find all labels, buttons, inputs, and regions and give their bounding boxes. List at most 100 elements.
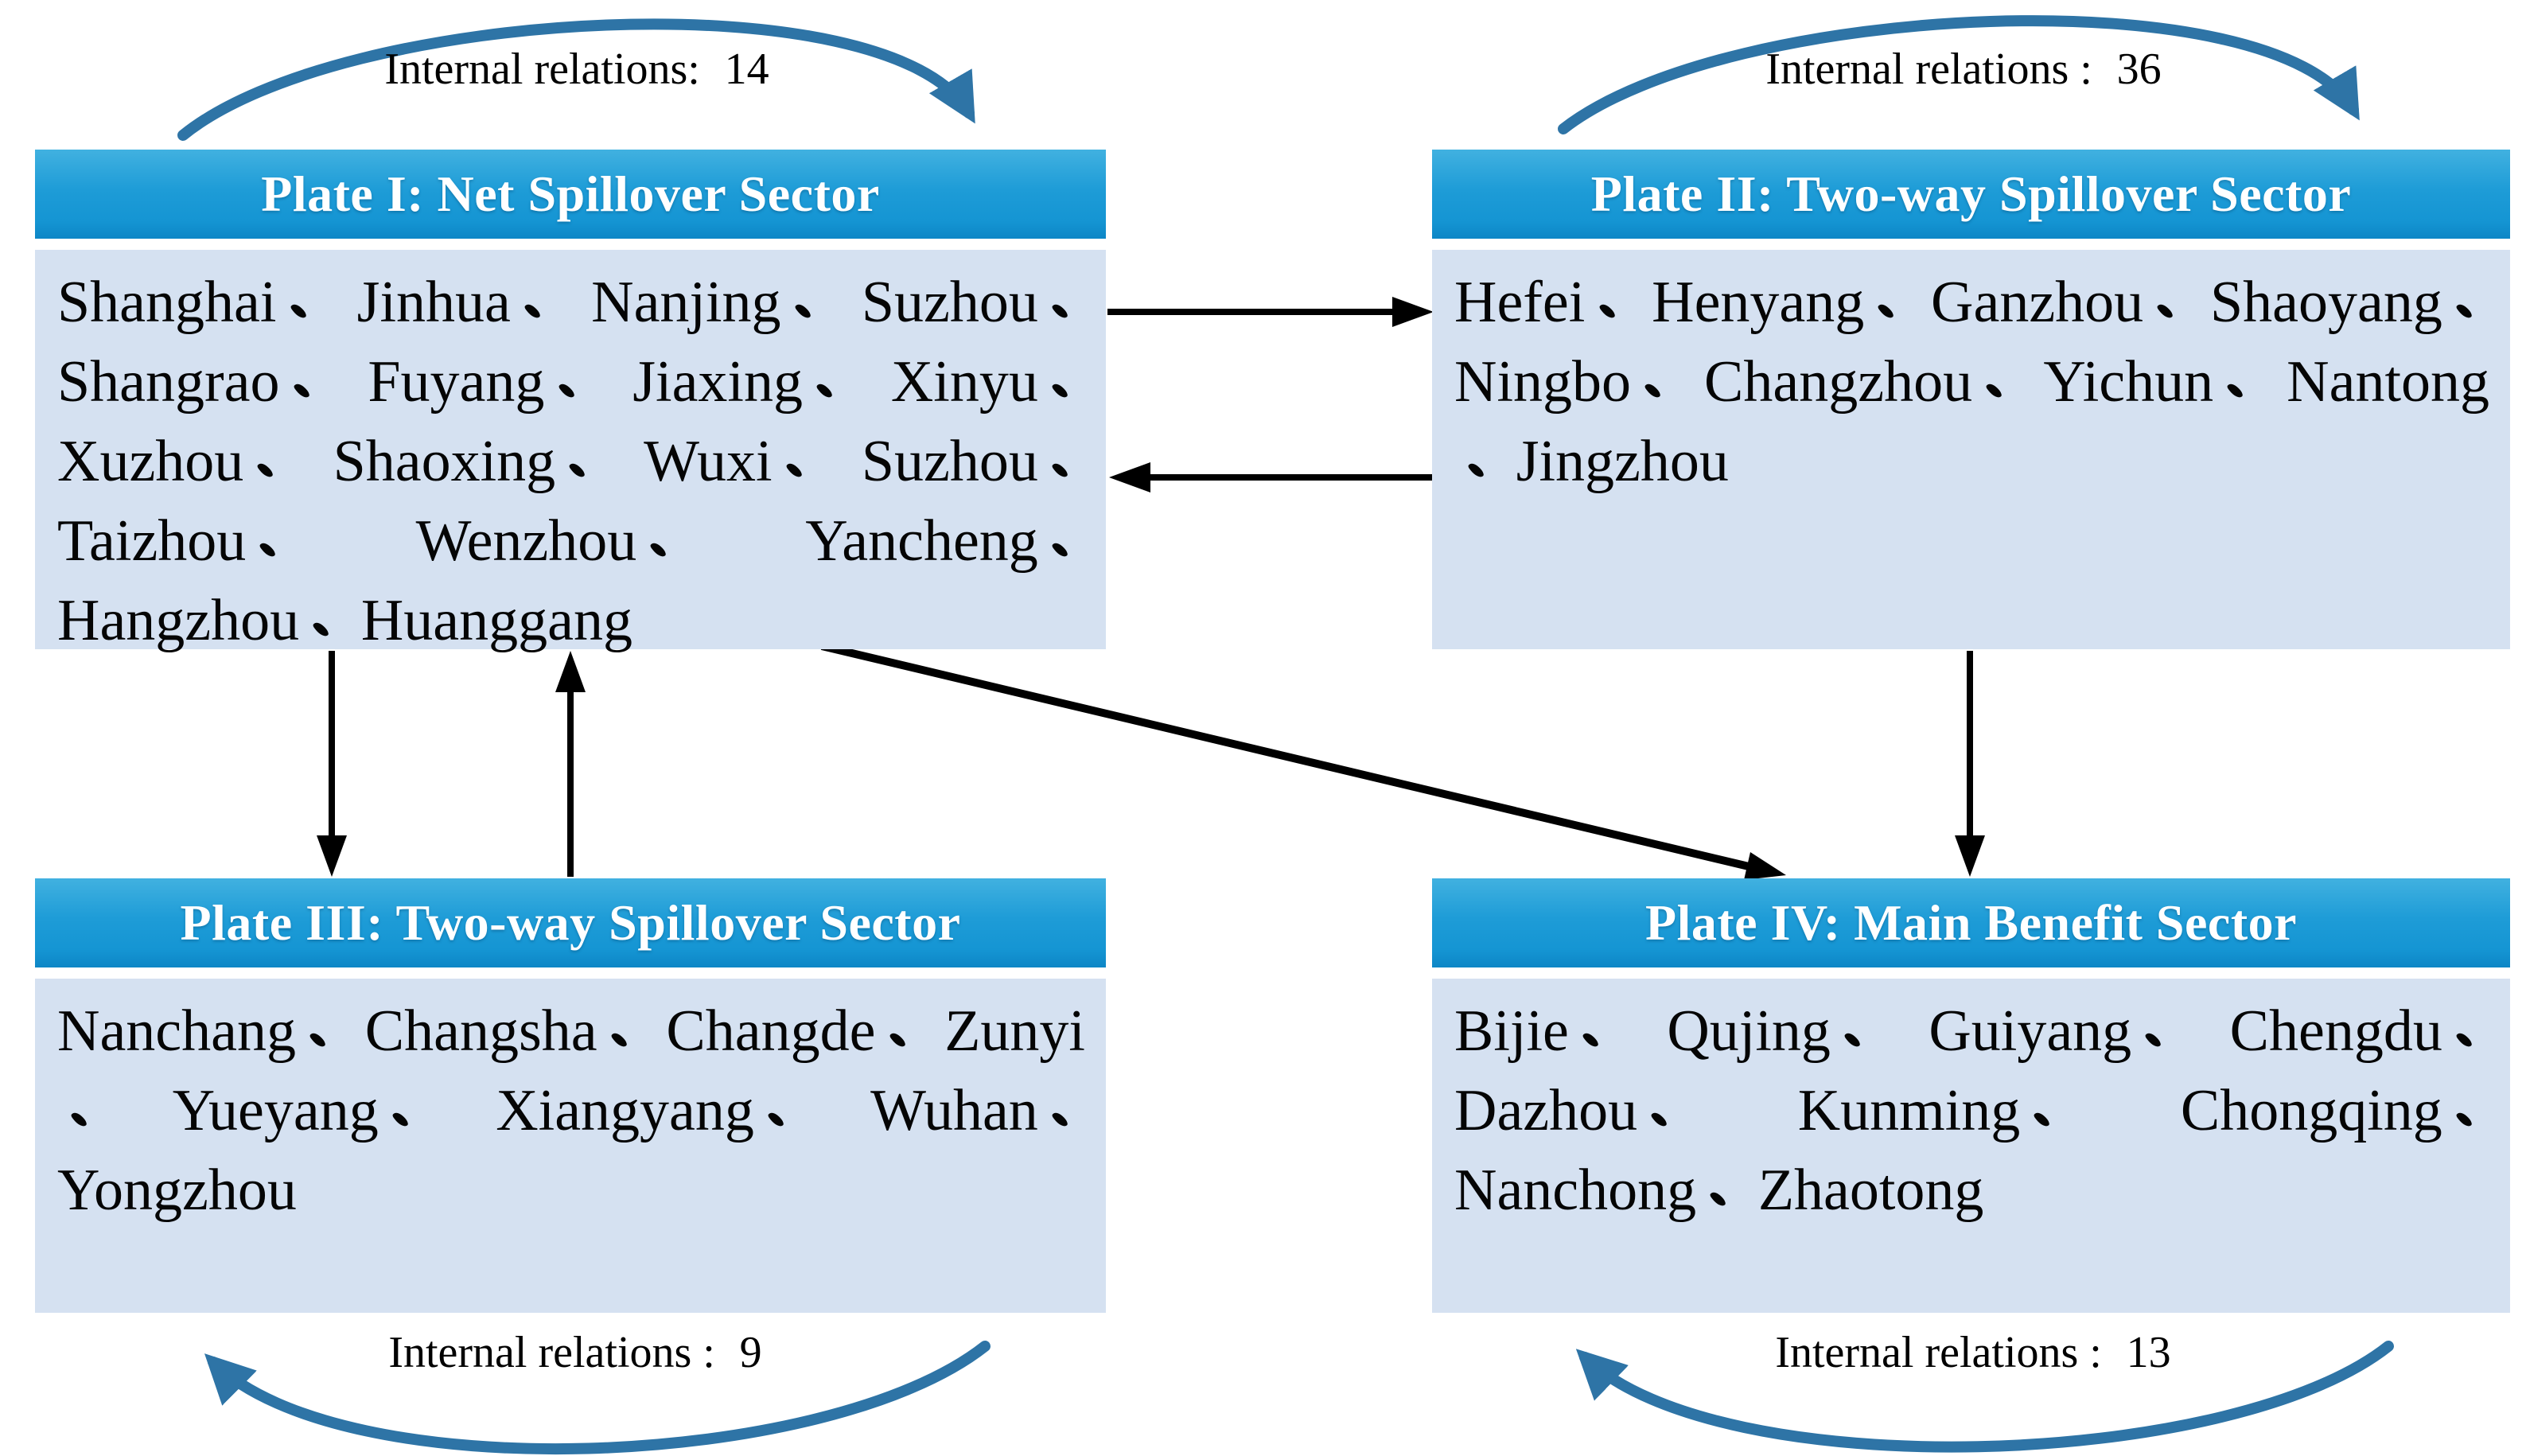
- city-name: Wenzhou: [415, 508, 637, 574]
- city-name: Bijie: [1454, 999, 1569, 1064]
- arrow-plate1-to-plate4: [820, 642, 1786, 880]
- city-name: Shaoyang: [2209, 270, 2442, 335]
- city-name: Changsha: [364, 999, 597, 1064]
- city-name: Xinyu: [890, 349, 1038, 415]
- city-name: Suzhou: [861, 270, 1038, 335]
- ideographic-comma: [276, 292, 323, 321]
- internal-relations-value: 14: [724, 45, 769, 94]
- city-name: Hangzhou: [57, 588, 300, 653]
- plate-1: Plate I: Net Spillover Sector Shanghai J…: [35, 150, 1106, 653]
- city-name: Jinhua: [356, 270, 511, 335]
- ideographic-comma: [2442, 1021, 2489, 1050]
- arrow-plate2-to-plate4: [1955, 651, 1985, 877]
- ideographic-comma: [280, 372, 327, 401]
- ideographic-comma: [2442, 1100, 2489, 1130]
- city-name: Henyang: [1652, 270, 1865, 335]
- city-name: Chengdu: [2229, 999, 2442, 1064]
- plate-2: Plate II: Two-way Spillover Sector Hefei…: [1432, 150, 2510, 649]
- ideographic-comma: [511, 292, 558, 321]
- city-name: Shanghai: [57, 270, 277, 335]
- arrow-plate2-to-plate1: [1109, 462, 1432, 492]
- ideographic-comma: [57, 1100, 104, 1130]
- city-name: Ningbo: [1454, 349, 1631, 415]
- internal-relations-label: Internal relations :: [1765, 45, 2092, 94]
- ideographic-comma: [2131, 1021, 2178, 1050]
- city-name: Nanchong: [1454, 1158, 1697, 1223]
- ideographic-comma: [1637, 1100, 1684, 1130]
- ideographic-comma: [1038, 292, 1085, 321]
- plate-2-city-list: Hefei Henyang Ganzhou Shaoyang Ningbo Ch…: [1432, 250, 2510, 649]
- city-name: Hefei: [1454, 270, 1586, 335]
- city-name: Ganzhou: [1931, 270, 2144, 335]
- ideographic-comma: [299, 610, 346, 640]
- ideographic-comma: [1038, 451, 1085, 481]
- internal-relations-label: Internal relations :: [1775, 1328, 2102, 1377]
- city-name: Nantong: [2287, 349, 2490, 415]
- ideographic-comma: [2143, 292, 2190, 321]
- internal-relations-value: 9: [739, 1328, 762, 1377]
- ideographic-comma: [754, 1100, 801, 1130]
- city-name: Nanchang: [57, 999, 296, 1064]
- ideographic-comma: [773, 451, 819, 481]
- city-name: Yancheng: [805, 508, 1038, 574]
- city-name: Wuxi: [644, 429, 773, 494]
- ideographic-comma: [243, 451, 290, 481]
- ideographic-comma: [544, 372, 591, 401]
- city-name: Wuhan: [870, 1078, 1038, 1143]
- city-name: Xiangyang: [496, 1078, 754, 1143]
- plate-2-title: Plate II: Two-way Spillover Sector: [1432, 150, 2510, 239]
- city-name: Yichun: [2043, 349, 2214, 415]
- ideographic-comma: [1696, 1180, 1743, 1209]
- city-name: Suzhou: [861, 429, 1038, 494]
- plate-4-title: Plate IV: Main Benefit Sector: [1432, 878, 2510, 967]
- city-name: Qujing: [1667, 999, 1831, 1064]
- internal-relations-plate1: Internal relations: 14: [179, 44, 975, 95]
- ideographic-comma: [636, 531, 683, 560]
- internal-relations-plate2: Internal relations : 36: [1566, 44, 2361, 95]
- city-name: Jiaxing: [632, 349, 803, 415]
- internal-relations-plate3: Internal relations : 9: [177, 1327, 973, 1378]
- ideographic-comma: [296, 1021, 343, 1050]
- city-name: Fuyang: [368, 349, 545, 415]
- city-name: Changzhou: [1704, 349, 1973, 415]
- internal-relations-plate4: Internal relations : 13: [1575, 1327, 2371, 1378]
- plate-3-title: Plate III: Two-way Spillover Sector: [35, 878, 1106, 967]
- arrow-plate3-to-plate1: [555, 651, 586, 877]
- city-name: Kunming: [1797, 1078, 2021, 1143]
- city-name: Shaoxing: [333, 429, 556, 494]
- city-name: Zunyi: [944, 999, 1085, 1064]
- city-name: Yongzhou: [57, 1158, 297, 1223]
- ideographic-comma: [1972, 372, 2019, 401]
- city-name: Changde: [666, 999, 876, 1064]
- city-name: Huanggang: [360, 588, 632, 653]
- ideographic-comma: [875, 1021, 922, 1050]
- ideographic-comma: [555, 451, 602, 481]
- city-name: Shangrao: [57, 349, 280, 415]
- ideographic-comma: [1631, 372, 1678, 401]
- plate-4-city-list: Bijie Qujing Guiyang Chengdu Dazhou Kunm…: [1432, 979, 2510, 1313]
- city-name: Taizhou: [57, 508, 247, 574]
- plate-4: Plate IV: Main Benefit Sector Bijie Quji…: [1432, 878, 2510, 1313]
- ideographic-comma: [1831, 1021, 1878, 1050]
- city-name: Jingzhou: [1516, 429, 1729, 494]
- ideographic-comma: [781, 292, 828, 321]
- ideographic-comma: [803, 372, 850, 401]
- ideographic-comma: [246, 531, 293, 560]
- city-name: Chongqing: [2180, 1078, 2442, 1143]
- ideographic-comma: [2213, 372, 2260, 401]
- city-name: Dazhou: [1454, 1078, 1638, 1143]
- ideographic-comma: [597, 1021, 644, 1050]
- plate-1-title: Plate I: Net Spillover Sector: [35, 150, 1106, 239]
- ideographic-comma: [1038, 372, 1085, 401]
- internal-relations-value: 36: [2116, 45, 2162, 94]
- plate-1-city-list: Shanghai Jinhua Nanjing Suzhou Shangrao …: [35, 250, 1106, 653]
- internal-relations-label: Internal relations:: [384, 45, 700, 94]
- ideographic-comma: [379, 1100, 426, 1130]
- ideographic-comma: [1038, 531, 1085, 560]
- city-name: Zhaotong: [1757, 1158, 1984, 1223]
- ideographic-comma: [1864, 292, 1911, 321]
- arrow-plate1-to-plate2: [1107, 297, 1434, 327]
- ideographic-comma: [1454, 451, 1501, 481]
- internal-relations-value: 13: [2126, 1328, 2171, 1377]
- internal-relations-label: Internal relations :: [388, 1328, 715, 1377]
